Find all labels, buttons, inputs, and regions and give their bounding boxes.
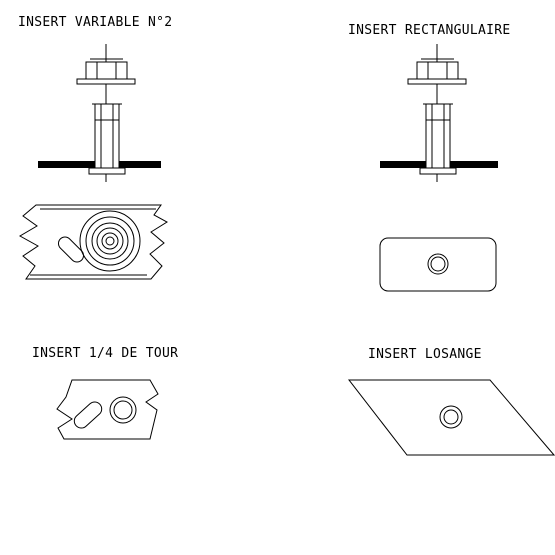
slot-hole-icon — [57, 236, 85, 263]
title-insert-rectangulaire: INSERT RECTANGULAIRE — [348, 23, 511, 38]
assembly-insert-rectangulaire — [380, 44, 498, 182]
plan-view-insert-variable — [18, 204, 168, 280]
diamond-plate-icon — [347, 379, 555, 456]
hole-outer-icon — [427, 253, 449, 275]
rounded-rect-plate-icon — [379, 237, 497, 292]
assembly-insert-variable — [38, 44, 161, 182]
sheet-plate-right — [119, 161, 161, 168]
title-insert-variable: INSERT VARIABLE N°2 — [18, 15, 172, 30]
hole-inner-icon — [443, 409, 459, 425]
concentric-rings-icon — [79, 210, 141, 272]
sheet-plate-right — [450, 161, 498, 168]
sheet-plate-left — [380, 161, 426, 168]
hole-outer-icon — [109, 396, 137, 424]
insert-body-icon — [88, 103, 126, 175]
slot-hole-icon — [73, 401, 103, 429]
plan-view-insert-losange — [347, 379, 555, 456]
hole-inner-icon — [113, 400, 133, 420]
insert-body-icon — [419, 103, 457, 175]
screw-head-icon — [76, 58, 136, 85]
sheet-plate-left — [38, 161, 95, 168]
screw-head-icon — [407, 58, 467, 85]
plan-view-insert-quart-de-tour — [56, 379, 159, 440]
plan-view-insert-rectangulaire — [379, 237, 497, 292]
title-insert-quart-de-tour: INSERT 1/4 DE TOUR — [32, 346, 178, 361]
hole-inner-icon — [430, 256, 446, 272]
title-insert-losange: INSERT LOSANGE — [368, 347, 482, 362]
hole-outer-icon — [439, 405, 463, 429]
